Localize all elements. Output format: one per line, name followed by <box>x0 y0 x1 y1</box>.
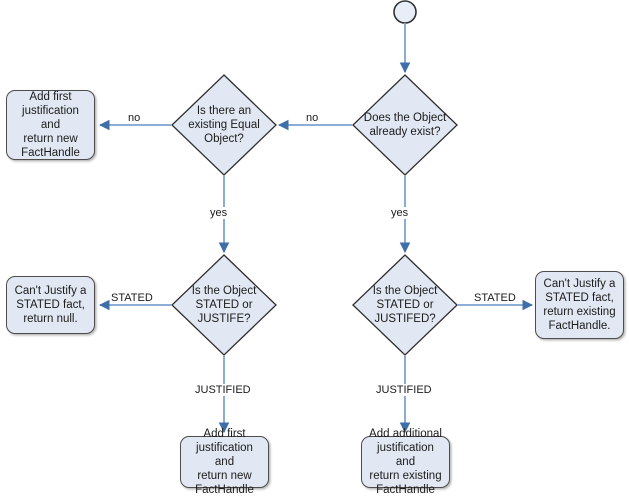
process-text-line: Add additional <box>369 428 442 440</box>
process-text-line: return new <box>197 470 252 482</box>
process-text-line: justification and <box>196 442 253 468</box>
process-text-line: return existing <box>543 306 616 318</box>
process-text-line: STATED fact, <box>16 299 85 311</box>
process-text-line: return existing <box>369 470 442 482</box>
process-text-line: Add first <box>203 428 246 440</box>
process-add-additional-justification: Add additional justification and return … <box>361 428 450 496</box>
process-text-line: FactHandle <box>376 484 435 496</box>
process-text-line: Can't Justify a <box>543 278 616 290</box>
process-text-line: Can't Justify a <box>14 285 87 297</box>
process-text-line: justification and <box>377 442 434 468</box>
decision-stated-or-justife-left <box>171 254 277 356</box>
edge-label-yes-left: yes <box>209 207 229 219</box>
process-add-first-justification-bottom: Add first justification and return new F… <box>180 428 269 496</box>
process-text-line: FactHandle. <box>548 320 611 332</box>
process-text-line: FactHandle <box>21 147 80 159</box>
process-text-line: return new <box>23 133 78 145</box>
process-text-line: Add first <box>29 91 72 103</box>
start-node-circle <box>393 0 417 24</box>
edge-label-no-left: no <box>127 112 142 124</box>
decision-stated-or-justifed-right <box>352 254 458 356</box>
decision-does-object-exist <box>352 74 458 176</box>
process-cant-justify-return-existing: Can't Justify a STATED fact, return exis… <box>535 271 624 339</box>
edge-label-no-right: no <box>305 112 320 124</box>
process-add-first-justification-top-left: Add first justification and return new F… <box>6 90 95 160</box>
process-cant-justify-return-null: Can't Justify a STATED fact, return null… <box>6 276 95 334</box>
edge-label-justified-right: JUSTIFIED <box>375 384 433 396</box>
edge-label-yes-right: yes <box>390 207 410 219</box>
process-text-line: STATED fact, <box>545 292 614 304</box>
process-text-line: return null. <box>23 313 78 325</box>
edge-label-stated-left: STATED <box>110 292 154 304</box>
edge-label-justified-left: JUSTIFIED <box>194 384 252 396</box>
decision-existing-equal-object <box>171 74 277 176</box>
edge-label-stated-right: STATED <box>473 292 517 304</box>
process-text-line: FactHandle <box>195 484 254 496</box>
process-text-line: justification and <box>22 105 79 131</box>
